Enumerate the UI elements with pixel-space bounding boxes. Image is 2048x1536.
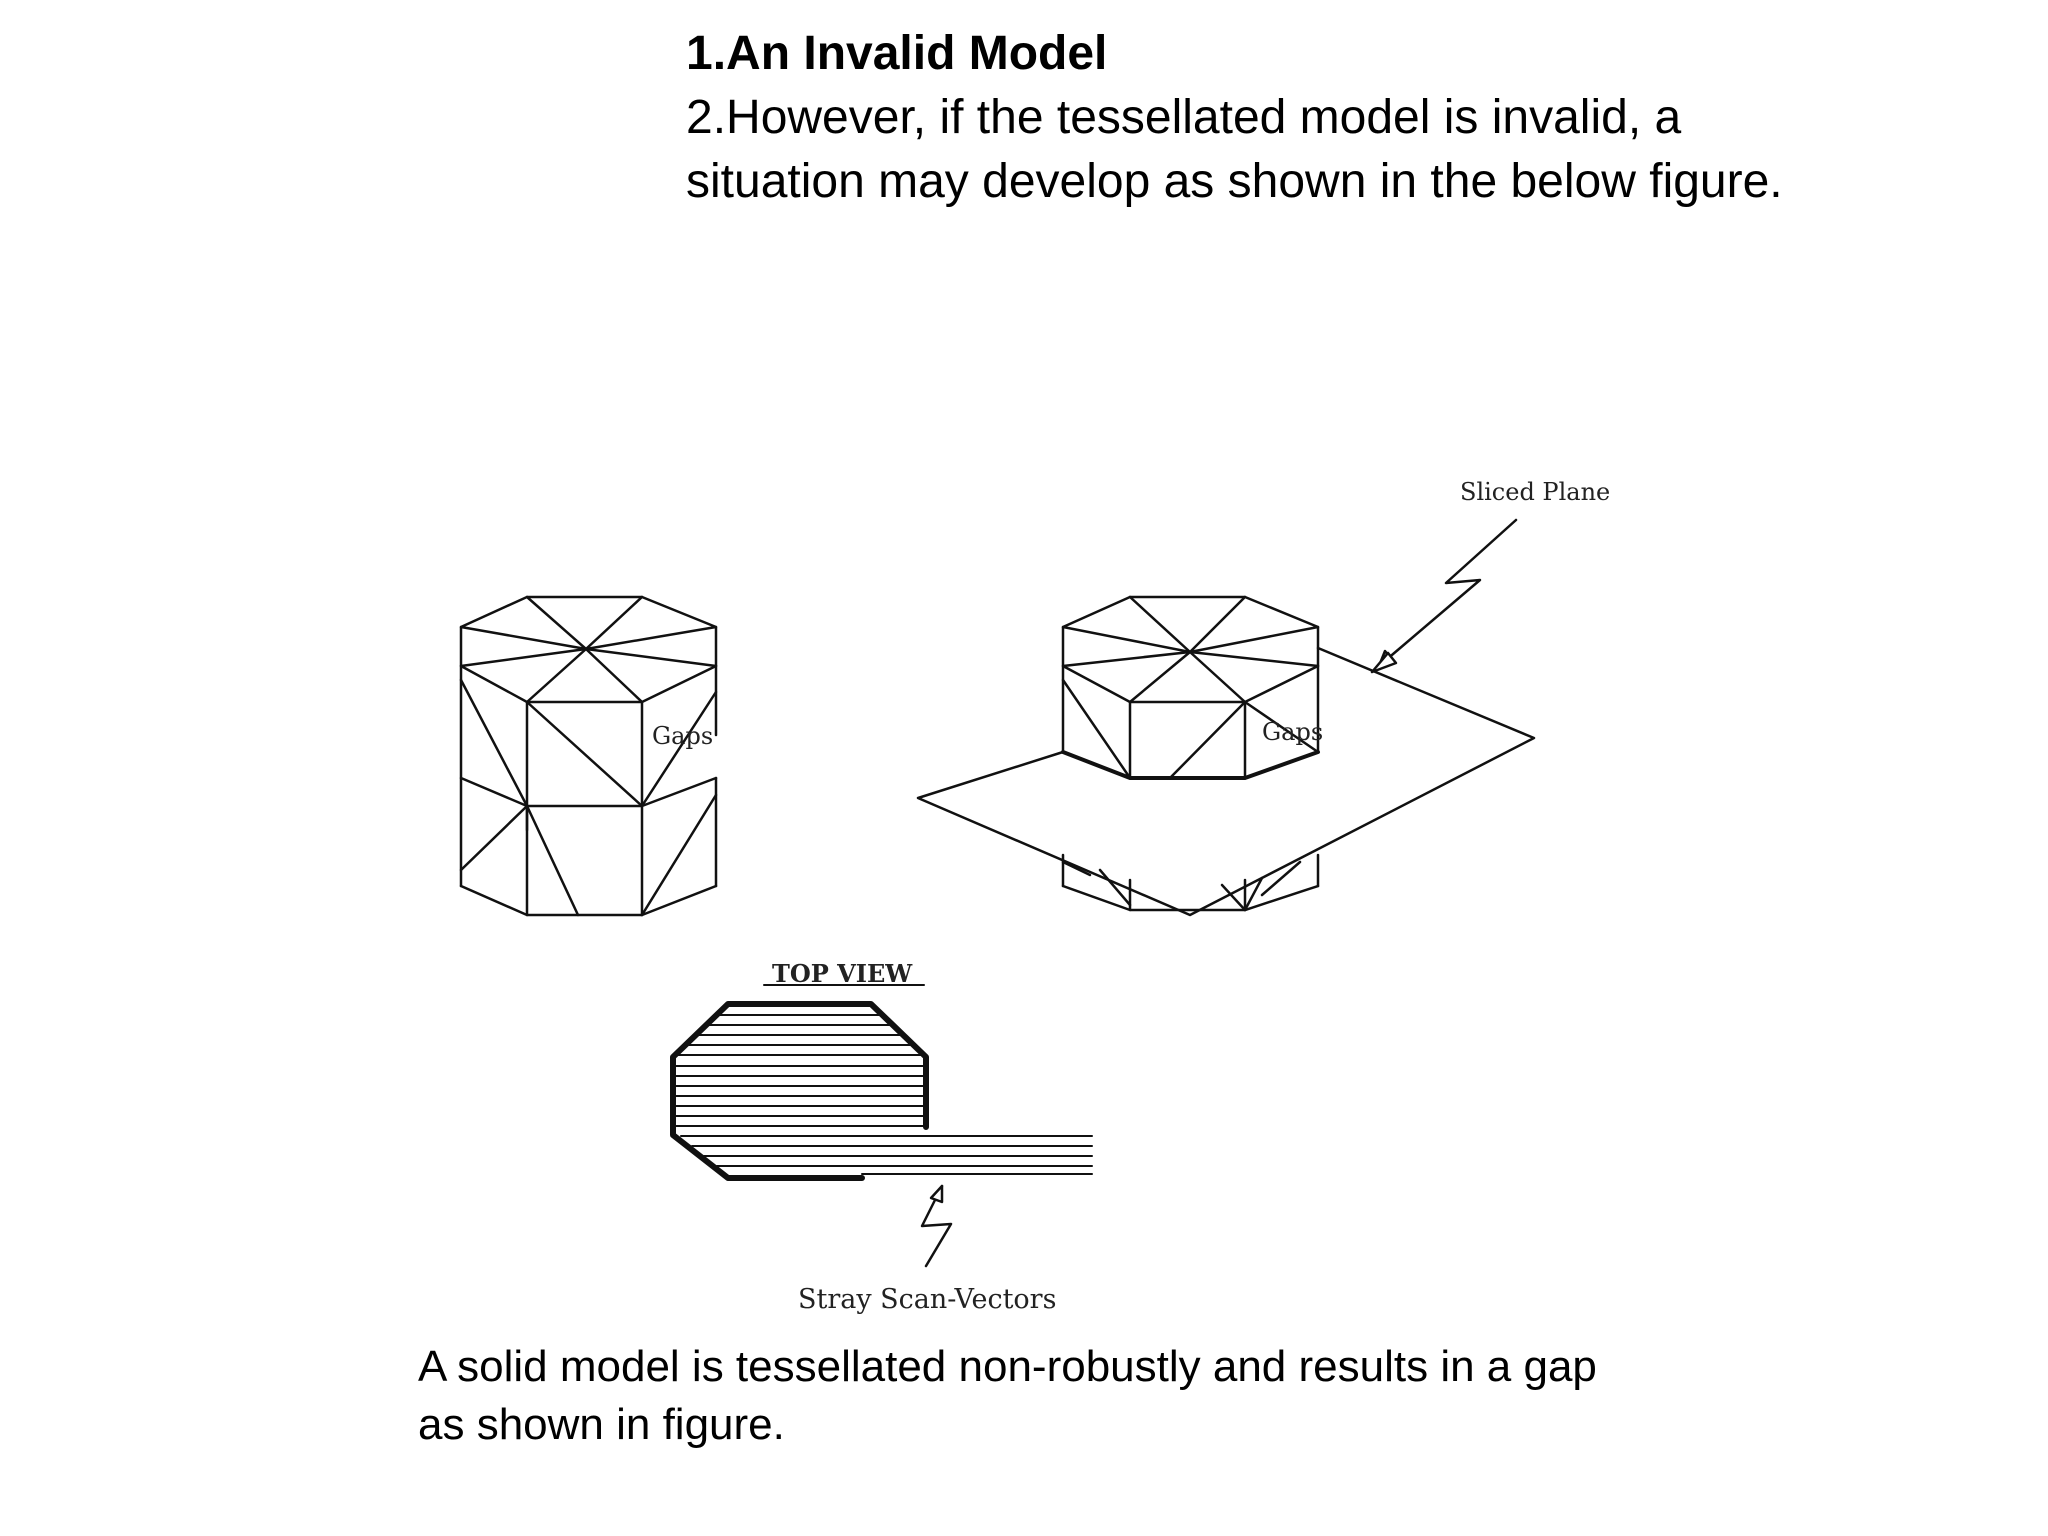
sliced-plane-label: Sliced Plane <box>1460 478 1610 506</box>
stray-vectors-label: Stray Scan-Vectors <box>798 1284 1056 1315</box>
figure-caption: A solid model is tessellated non-robustl… <box>418 1342 1597 1449</box>
top-view-label: TOP VIEW <box>772 959 913 988</box>
gaps-label-left: Gaps <box>652 722 713 750</box>
slide-title: 1.An Invalid Model <box>686 27 1108 80</box>
sliced-plane-arrow <box>1370 518 1518 674</box>
tessellated-prism-right <box>1061 595 1320 912</box>
gaps-label-right: Gaps <box>1262 718 1323 746</box>
top-view-hatch <box>670 1001 1093 1181</box>
stray-vectors-arrow <box>920 1184 953 1268</box>
slide-heading: 1.An Invalid Model 2.However, if the tes… <box>686 22 1986 214</box>
sliced-plane <box>916 646 1536 917</box>
slide-body-text: 2.However, if the tessellated model is i… <box>686 91 1783 208</box>
tessellated-prism-left <box>459 595 718 917</box>
